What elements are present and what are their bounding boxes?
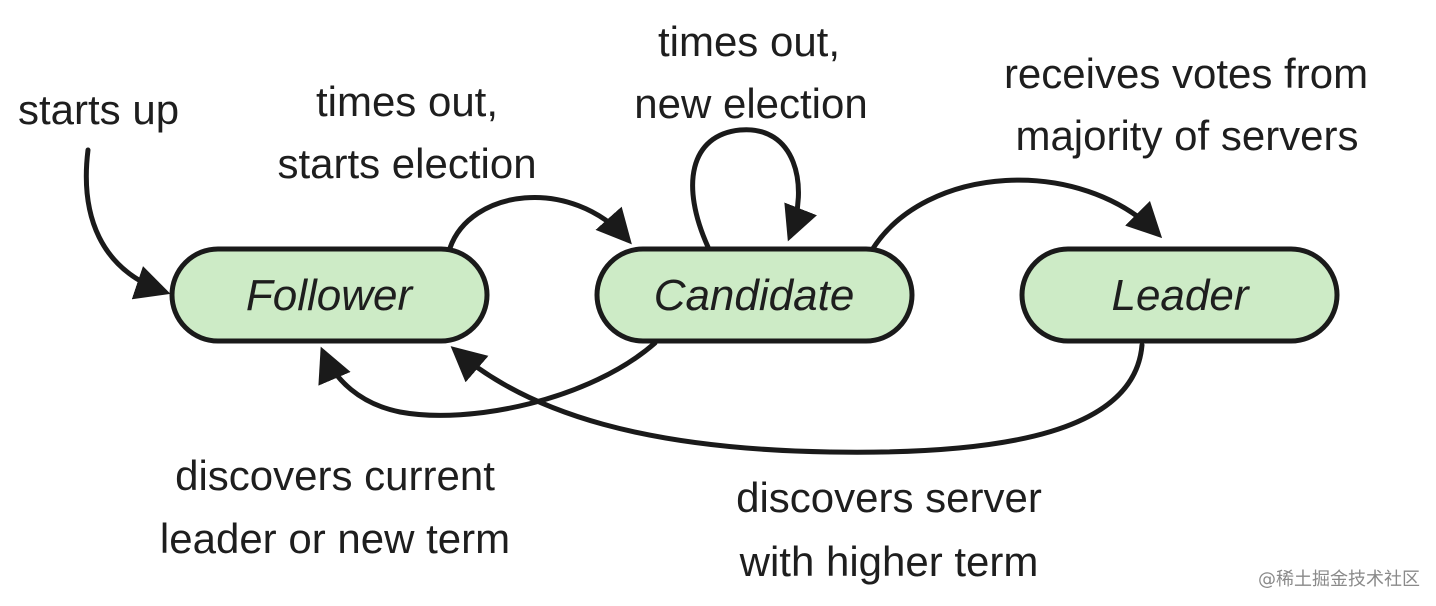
label-receives-votes-line-2: majority of servers (1015, 112, 1358, 159)
label-times-out-new-election: times out, new election (634, 18, 867, 127)
edge-candidate-to-follower (318, 340, 658, 418)
state-follower-label: Follower (246, 271, 415, 320)
label-discovers-current-leader-line-2: leader or new term (160, 515, 510, 562)
state-follower: Follower (169, 246, 490, 344)
state-candidate-label: Candidate (654, 271, 855, 320)
label-discovers-current-leader-line-1: discovers current (175, 452, 495, 499)
label-discovers-current-leader: discovers current leader or new term (160, 452, 510, 562)
label-times-out-new-election-line-2: new election (634, 80, 867, 127)
state-leader: Leader (1019, 246, 1340, 344)
edge-follower-to-candidate (447, 195, 632, 251)
label-receives-votes-line-1: receives votes from (1004, 50, 1368, 97)
edge-candidate-self-loop (690, 127, 817, 250)
label-times-out-new-election-line-1: times out, (658, 18, 840, 65)
state-leader-label: Leader (1111, 271, 1250, 320)
label-times-out-starts-election: times out, starts election (277, 78, 536, 187)
label-discovers-higher-term-line-2: with higher term (739, 538, 1039, 585)
label-starts-up: starts up (18, 86, 179, 133)
label-discovers-higher-term-line-1: discovers server (736, 474, 1042, 521)
edge-candidate-to-leader (869, 177, 1163, 253)
label-discovers-higher-term: discovers server with higher term (736, 474, 1042, 585)
state-candidate: Candidate (594, 246, 915, 344)
edge-starts-up (83, 147, 171, 300)
state-leader-shape (1019, 246, 1340, 344)
label-times-out-starts-election-line-2: starts election (277, 140, 536, 187)
label-receives-votes: receives votes from majority of servers (1004, 50, 1368, 159)
edge-leader-to-follower (450, 342, 1145, 455)
watermark: @稀土掘金技术社区 (1258, 569, 1420, 590)
state-candidate-shape (594, 246, 915, 344)
state-follower-shape (169, 246, 490, 344)
label-times-out-starts-election-line-1: times out, (316, 78, 498, 125)
